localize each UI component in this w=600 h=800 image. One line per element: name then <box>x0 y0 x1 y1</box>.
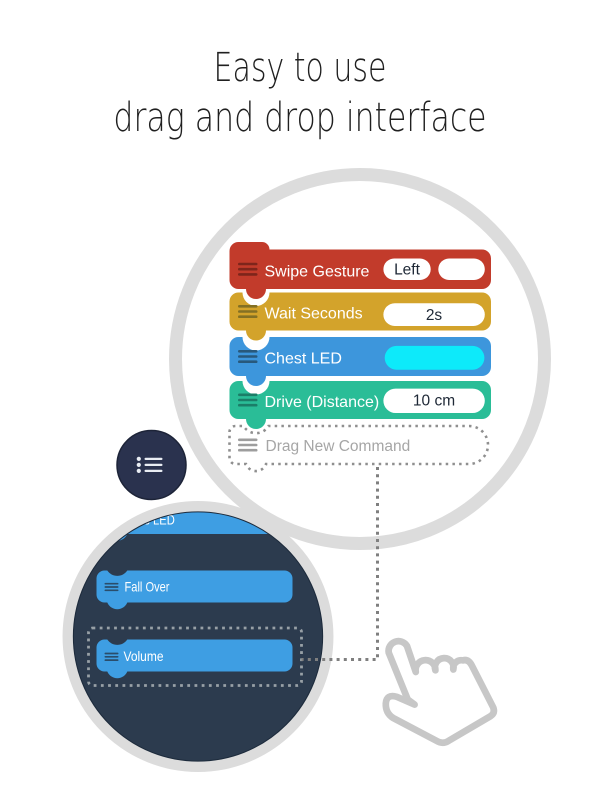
block-wait-seconds-label: Wait Seconds <box>265 306 363 323</box>
grip-icon <box>238 262 258 276</box>
drive-distance-pill[interactable] <box>383 388 485 413</box>
grip-line <box>238 438 258 442</box>
grip-line <box>238 315 258 318</box>
grip-line <box>238 262 258 266</box>
palette-block-fall-over[interactable]: Fall Over <box>96 570 293 610</box>
headline: Easy to use drag and drop interface <box>0 43 600 143</box>
grip-line <box>238 310 258 313</box>
block-swipe-gesture-body <box>229 242 491 299</box>
block-chest-led[interactable]: Chest LED <box>229 337 492 386</box>
grip-icon <box>238 350 258 363</box>
wait-seconds-pill-label: 2s <box>426 307 443 324</box>
grip-line <box>104 589 119 592</box>
block-swipe-gesture-label: Swipe Gesture <box>265 263 370 280</box>
menu-button[interactable] <box>116 429 187 501</box>
grip-line <box>238 403 258 407</box>
wait-seconds-pill[interactable] <box>383 303 485 326</box>
grip-icon <box>238 305 258 318</box>
grip-line <box>238 448 258 452</box>
palette-block-volume-label: Volume <box>124 648 164 664</box>
grip-line <box>104 582 119 585</box>
block-wait-seconds[interactable]: Wait Seconds 2s <box>229 292 492 341</box>
block-drive-distance-label: Drive (Distance) <box>265 394 380 411</box>
grip-line <box>238 393 258 397</box>
volume-selection-outline <box>87 626 303 687</box>
grip-icon <box>238 438 258 452</box>
palette-circle-ring <box>62 501 334 772</box>
grip-line <box>104 652 119 655</box>
palette-circle-bg <box>72 511 324 762</box>
chest-led-color-pill[interactable] <box>384 345 485 370</box>
hand-pointer-icon <box>382 637 498 747</box>
swipe-extra-pill[interactable] <box>438 258 485 281</box>
grip-line <box>238 305 258 308</box>
palette-block-volume-body <box>96 639 293 679</box>
hand-pointer-outline <box>382 637 498 747</box>
block-chest-led-label: Chest LED <box>265 351 342 368</box>
program-circle-ring <box>169 168 551 550</box>
palette-circle-border <box>72 510 324 763</box>
bullet-list-icon <box>136 456 163 473</box>
grip-line <box>238 360 258 363</box>
grip-line <box>238 398 258 402</box>
grip-icon <box>238 393 258 407</box>
drive-distance-pill-label: 10 cm <box>413 393 455 410</box>
grip-line <box>238 443 258 447</box>
block-swipe-gesture[interactable]: Swipe Gesture Left <box>229 242 492 299</box>
swipe-direction-pill-label: Left <box>394 262 421 279</box>
grip-line <box>238 267 258 271</box>
palette-block-fall-over-body <box>96 570 293 610</box>
headline-line-2: drag and drop interface <box>113 95 487 141</box>
grip-line <box>104 659 119 661</box>
grip-icon <box>104 652 119 661</box>
grip-line <box>238 355 258 358</box>
block-drive-distance[interactable]: Drive (Distance) 10 cm <box>229 381 492 429</box>
grip-icon <box>104 582 119 592</box>
drop-target-drag-new-command[interactable]: Drag New Command <box>228 424 490 473</box>
grip-line <box>104 655 119 658</box>
swipe-direction-pill[interactable] <box>383 258 431 281</box>
drop-target-label: Drag New Command <box>266 438 411 455</box>
grip-line <box>104 586 119 588</box>
headline-line-1: Easy to use <box>213 45 387 91</box>
grip-line <box>238 350 258 353</box>
palette-block-fall-over-label: Fall Over <box>125 579 170 595</box>
program-blocks: Swipe Gesture Left Wait Seconds 2s Chest… <box>228 242 492 473</box>
palette-block-volume[interactable]: Volume <box>96 639 293 679</box>
grip-line <box>238 273 258 276</box>
palette-zoom-circle: Eyes LED Fall Over Volume <box>62 501 334 772</box>
